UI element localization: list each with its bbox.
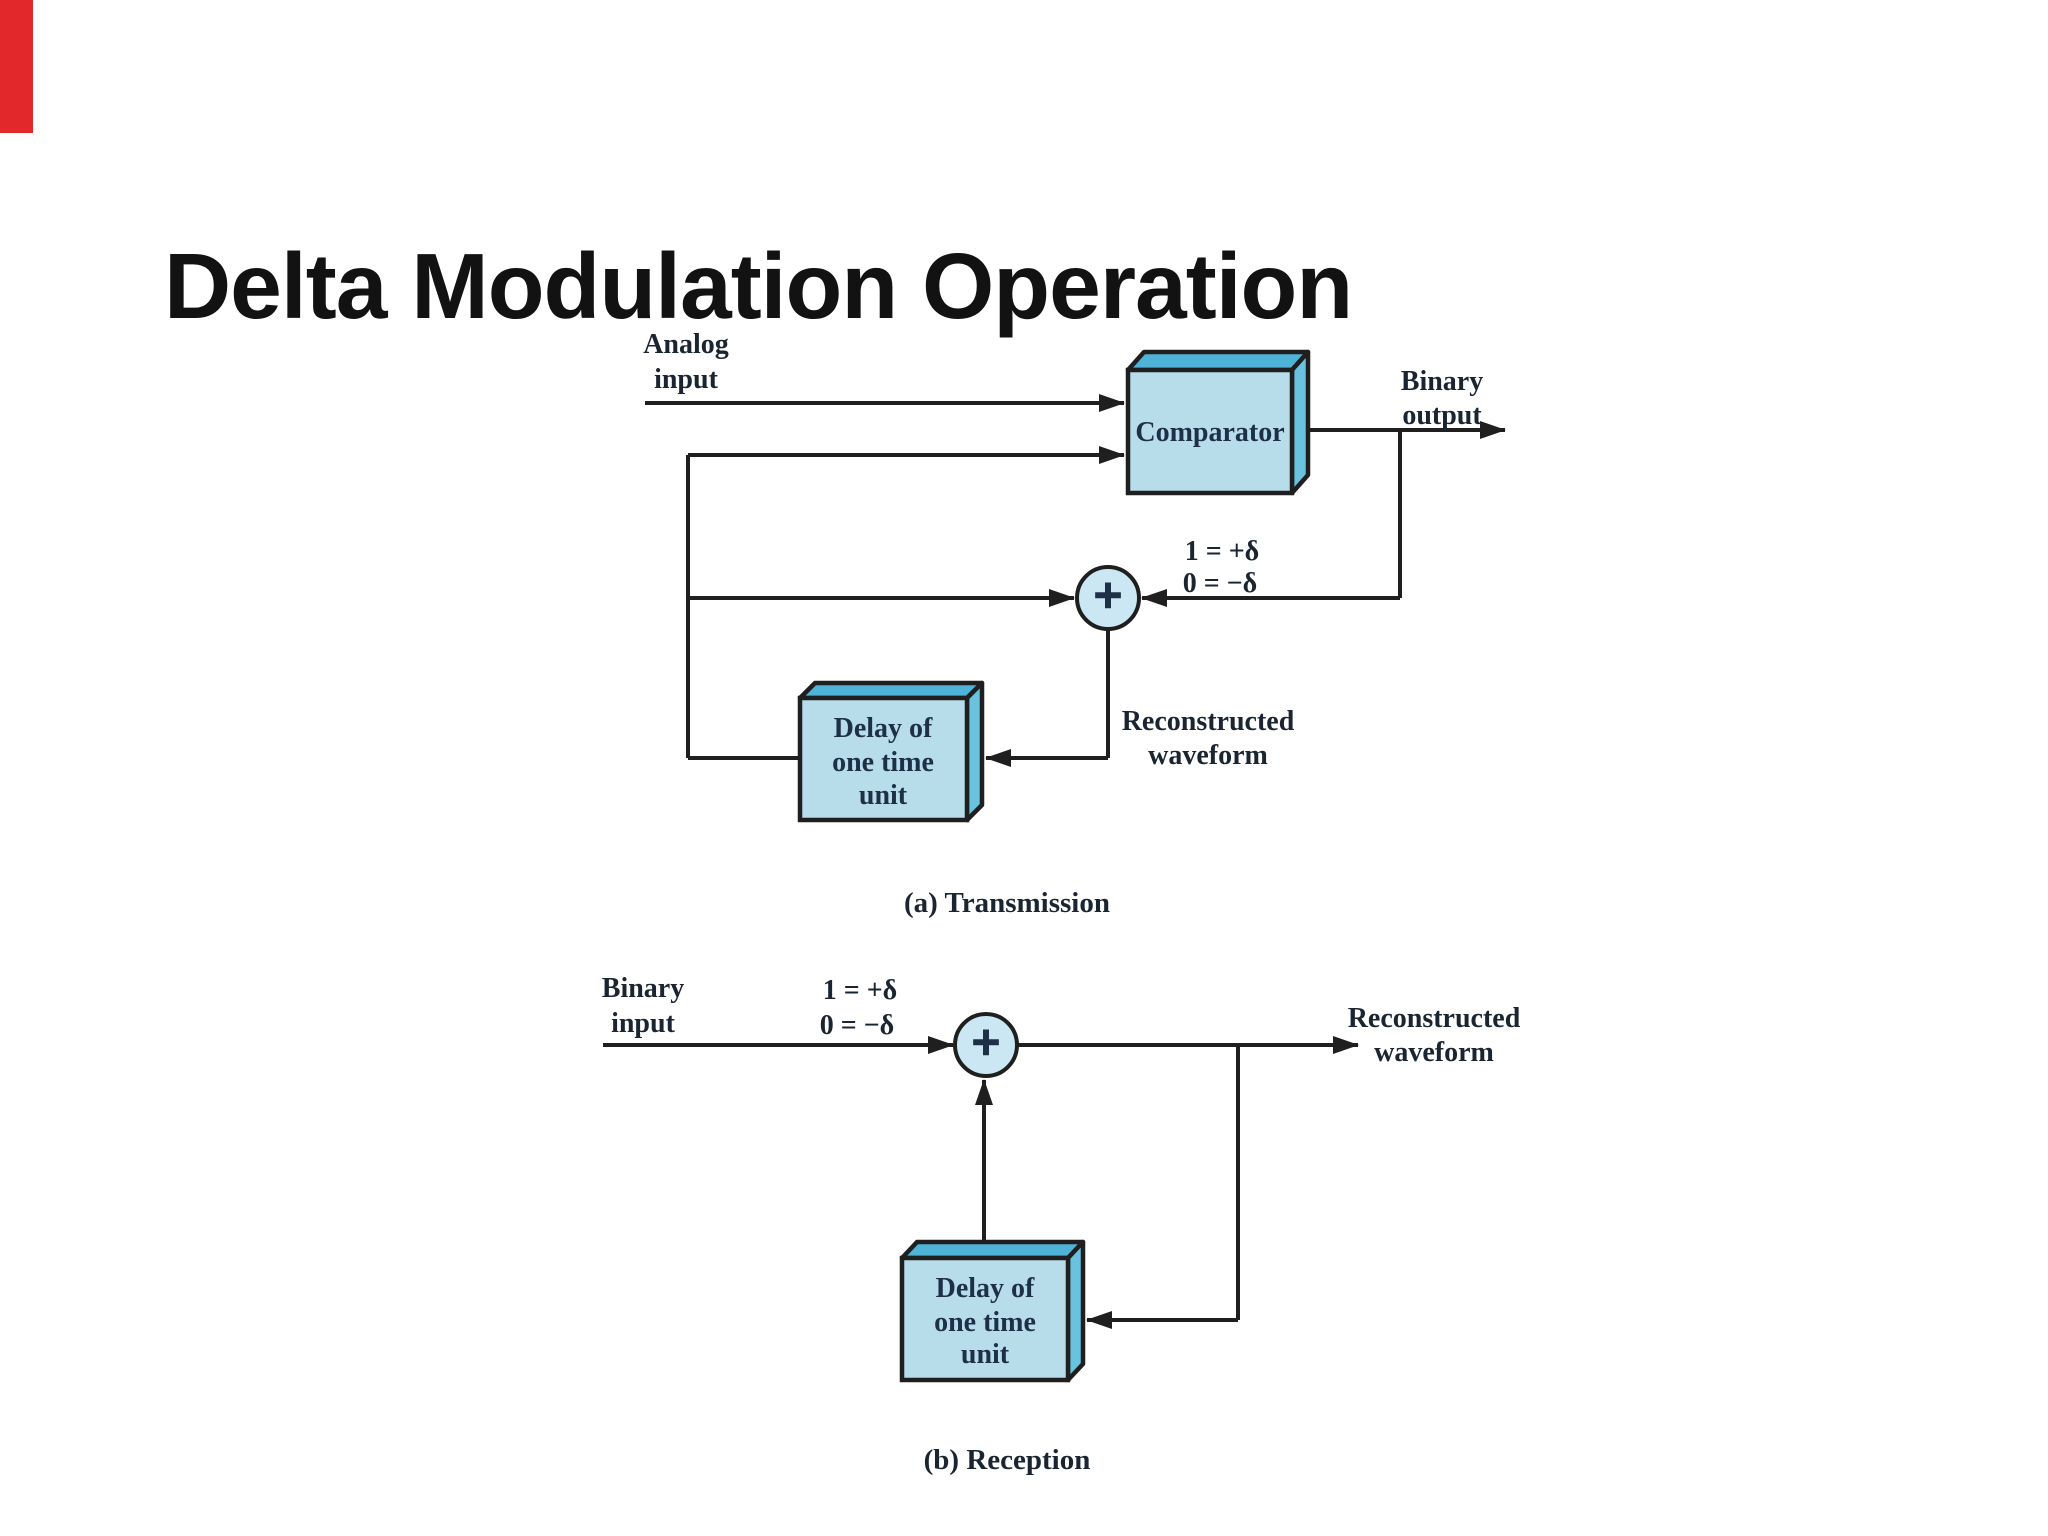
reconstructed-label-line1: Reconstructed (1122, 706, 1295, 737)
transmission-caption: (a) Transmission (904, 887, 1110, 919)
rule-zero-label: 0 = −δ (1183, 568, 1257, 599)
delay-block: Delay of one time unit (797, 680, 985, 823)
comparator-label: Comparator (1135, 417, 1284, 448)
delay-label-line3: unit (859, 780, 908, 811)
delay-label-line1: Delay of (834, 713, 933, 744)
adder-junction: + (1075, 565, 1141, 631)
delay-front-face (899, 1255, 1071, 1383)
rule-one-label: 1 = +δ (823, 975, 897, 1006)
analog-input-label-line1: Analog (643, 329, 729, 360)
rule-one-label: 1 = +δ (1185, 536, 1259, 567)
plus-symbol: + (972, 1014, 1001, 1070)
reconstructed-label-line2: waveform (1148, 740, 1268, 771)
binary-output-label-line2: output (1402, 400, 1482, 431)
transmission-diagram: Comparator + Delay of one time unit Anal… (643, 329, 1506, 919)
adder-junction: + (953, 1012, 1019, 1078)
page-title: Delta Modulation Operation (164, 234, 1353, 339)
comparator-block: Comparator (1125, 349, 1311, 496)
delay-label-line2: one time (832, 747, 934, 778)
comparator-front-face (1125, 367, 1295, 496)
reception-diagram: + Delay of one time unit Binary input 1 … (602, 973, 1521, 1476)
adder-circle (1075, 565, 1141, 631)
reception-caption: (b) Reception (924, 1444, 1091, 1476)
binary-input-label-line2: input (611, 1008, 675, 1039)
comparator-top-face (1125, 349, 1311, 373)
delay-label-line1: Delay of (936, 1273, 1035, 1304)
analog-input-label-line2: input (654, 364, 718, 395)
reconstructed-label-line1: Reconstructed (1348, 1003, 1521, 1034)
rule-zero-label: 0 = −δ (820, 1010, 894, 1041)
delay-label-line2: one time (934, 1307, 1036, 1338)
delay-label-line3: unit (961, 1339, 1010, 1370)
comparator-side-face (1289, 349, 1311, 496)
delay-front-face (797, 695, 970, 823)
reconstructed-label-line2: waveform (1374, 1037, 1494, 1068)
delay-block: Delay of one time unit (899, 1239, 1086, 1383)
binary-output-label-line1: Binary (1401, 366, 1483, 397)
adder-circle (953, 1012, 1019, 1078)
binary-input-label-line1: Binary (602, 973, 684, 1004)
delay-top-face (899, 1239, 1086, 1261)
plus-symbol: + (1094, 567, 1123, 623)
red-accent-bar (0, 0, 33, 133)
